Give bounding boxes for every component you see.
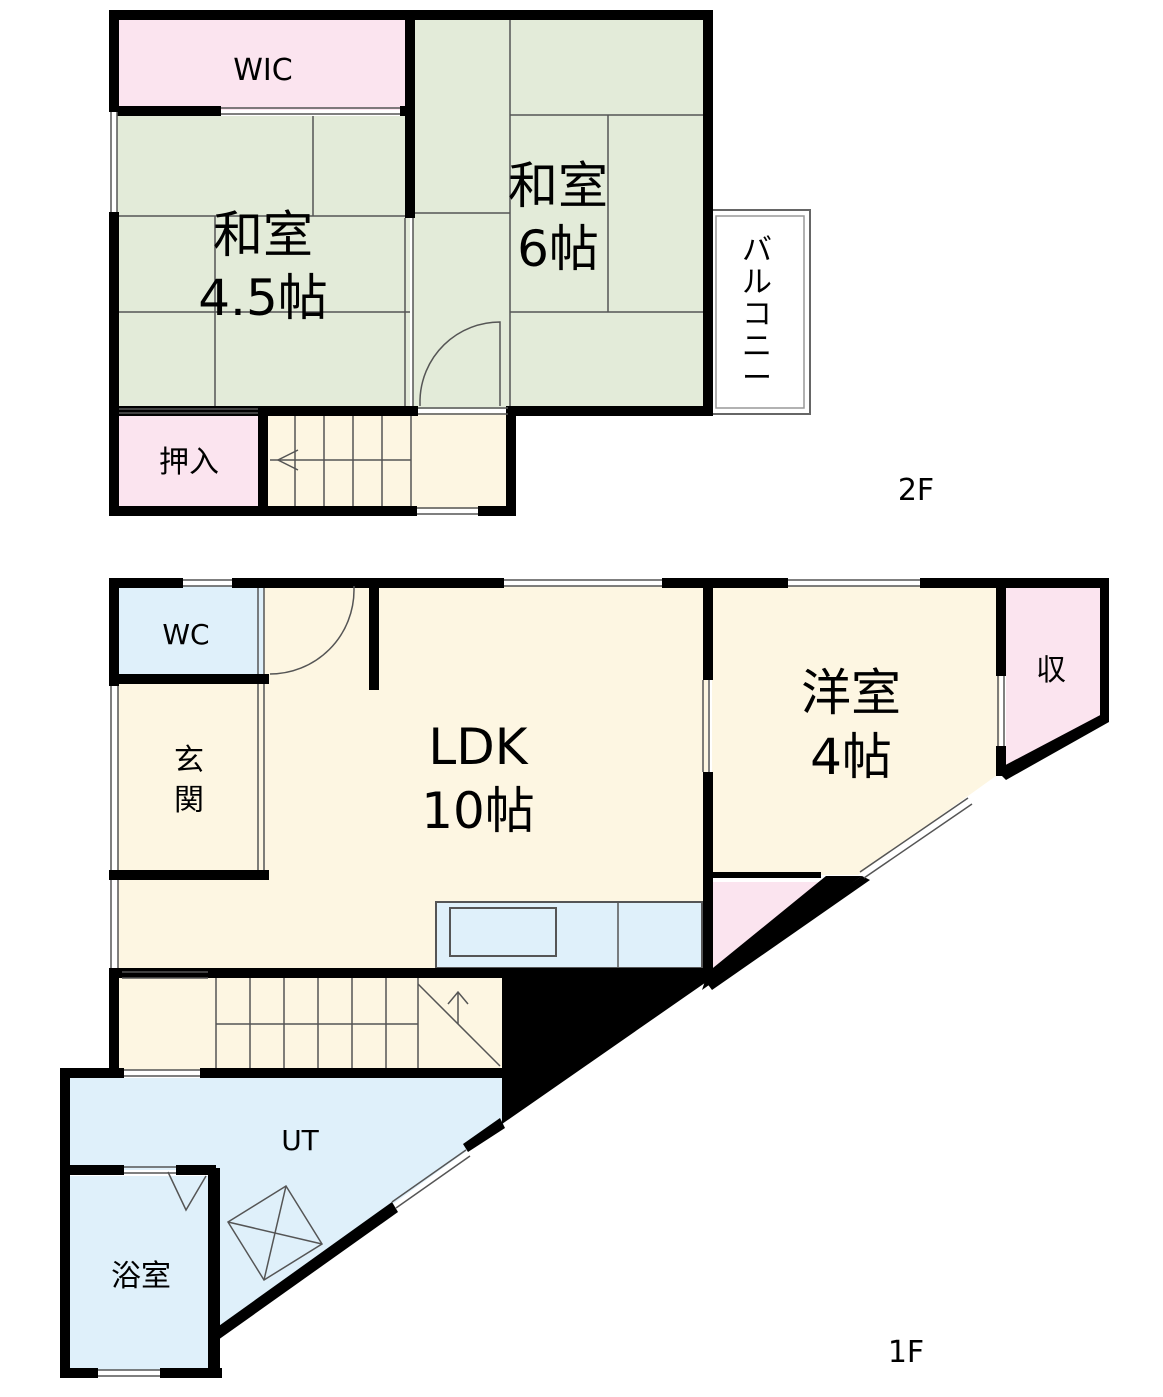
stairs-2f-fill [266,413,509,509]
wic-label: WIC [233,53,292,88]
floor-label-1f: 1F [888,1335,924,1370]
sink-icon [449,907,557,957]
oshiire-label: 押入 [159,445,219,480]
washitsu-b-size: 6帖 [517,220,599,278]
wc-label: WC [162,618,209,651]
svg-text:コ: コ [742,297,772,332]
svg-text:ニ: ニ [742,329,772,364]
svg-text:ル: ル [742,265,772,300]
stairs-2f [270,416,412,506]
door-swing-2f [419,321,501,406]
svg-text:バ: バ [742,233,772,268]
balcony-label: バ ル コ ニ ー [742,233,772,396]
washitsu-a-name: 和室 [213,206,313,264]
washitsu-a-size: 4.5帖 [198,269,328,327]
washitsu-a-fill [117,116,410,409]
bath-fill [68,1176,214,1370]
openings-2f [110,107,508,515]
svg-text:ー: ー [742,361,772,396]
ut-fill [68,1078,504,1330]
second-floor: WIC 和室 4.5帖 和室 6帖 バ ル コ ニ ー 押入 2F [109,10,934,516]
yoshitsu-name: 洋室 [801,664,901,722]
oshiire-fill [117,413,261,509]
walls-1f [60,578,1109,1378]
genkan-label-2: 関 [174,783,204,818]
yoshitsu-size: 4帖 [810,728,892,786]
wic-fill [117,18,410,110]
washer-icon [226,1184,324,1282]
storage-fill [1006,586,1101,773]
tatami-lines [117,18,706,409]
washitsu-b-name: 和室 [508,157,608,215]
yoshitsu-fill [712,586,1000,875]
openings-1f [98,579,1005,1377]
stairs-1f [215,978,501,1068]
ut-label: UT [281,1124,319,1157]
wc-fill [118,586,264,678]
walls-2f [109,10,713,516]
ldk-size: 10帖 [421,782,535,840]
ldk-name: LDK [428,718,528,776]
genkan-fill [118,683,264,875]
floor-label-2f: 2F [898,473,934,508]
first-floor: WC 玄 関 LDK 10帖 洋室 4帖 収 UT 浴室 1F [60,578,1109,1378]
door-swing-wc [269,586,355,675]
storage-label: 収 [1036,653,1066,688]
bath-door [167,1171,207,1212]
genkan-label-1: 玄 [174,743,204,778]
balcony-outline [709,209,811,415]
bath-label: 浴室 [111,1259,171,1294]
